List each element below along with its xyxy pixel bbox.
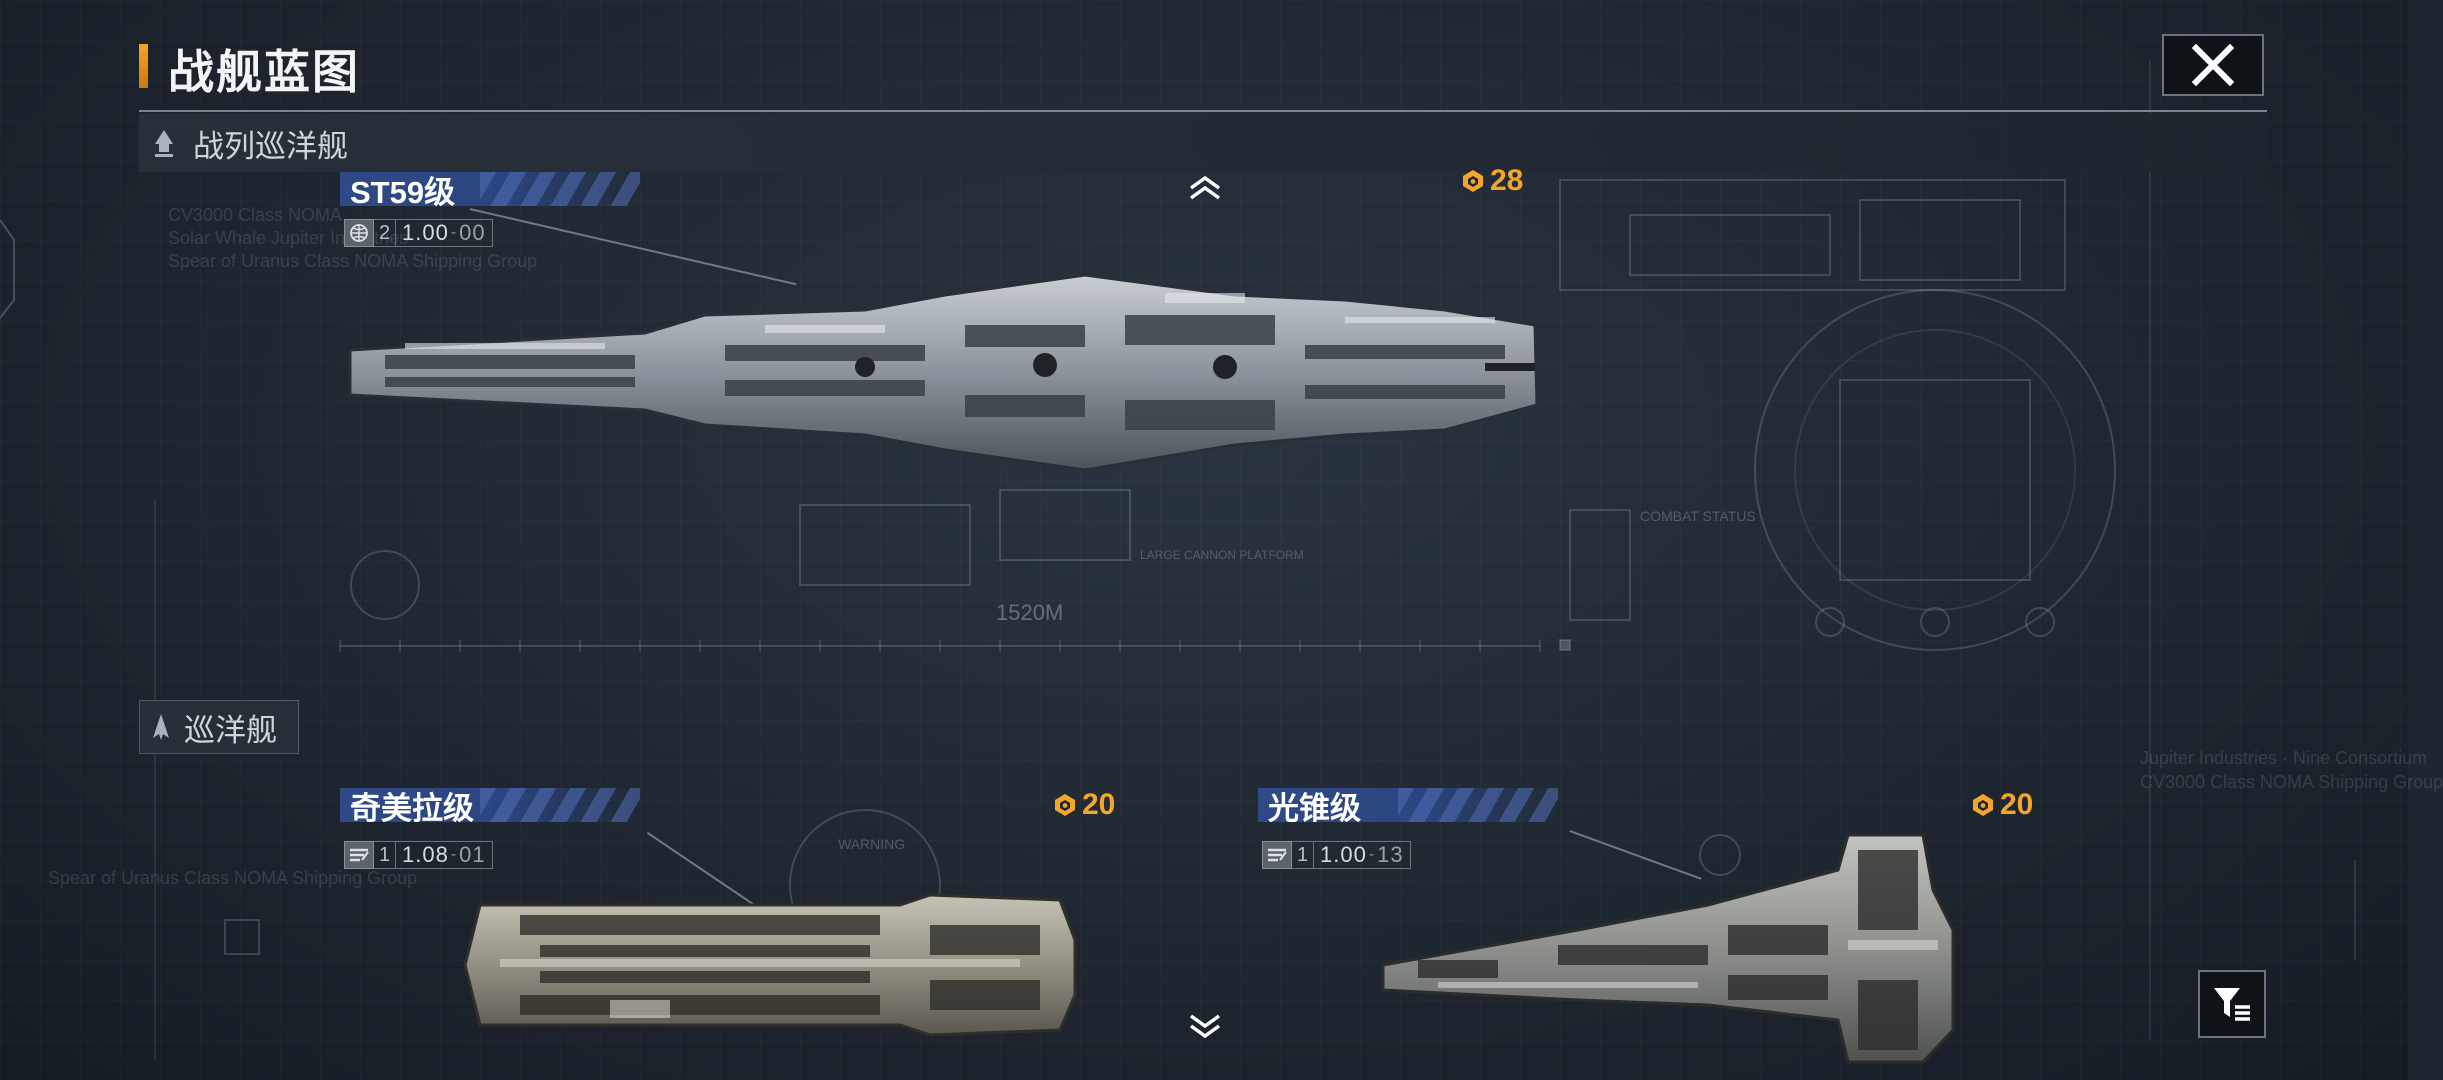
version-major: 1.00: [1320, 842, 1367, 867]
filter-button[interactable]: [2198, 970, 2266, 1038]
ship-name: 奇美拉级: [350, 790, 474, 826]
bg-text: Spear of Uranus Class NOMA Shipping Grou…: [168, 251, 538, 271]
battlecruiser-icon: [149, 128, 179, 158]
ship-stats: 1 1.08 - 01: [344, 840, 493, 870]
category-label: 战列巡洋舰: [193, 128, 348, 164]
name-bar-stripes: [480, 788, 640, 822]
cost-value: 28: [1490, 164, 1524, 197]
ship-name-bar[interactable]: 光锥级: [1258, 788, 1558, 826]
ship-name: ST59级: [350, 174, 456, 210]
version-major: 1.00: [402, 220, 449, 245]
category-header-cruiser[interactable]: 巡洋舰: [139, 700, 299, 754]
version-major: 1.08: [402, 842, 449, 867]
ship-cost: 20: [1970, 788, 2033, 822]
name-bar-stripes: [1398, 788, 1558, 822]
scale-label: 1520M: [996, 600, 1064, 625]
resource-icon: [1463, 170, 1483, 192]
category-header-battlecruiser[interactable]: 战列巡洋舰: [139, 114, 2267, 172]
version-minor: 13: [1377, 842, 1404, 867]
name-bar-stripes: [480, 172, 640, 206]
version-minor: 01: [459, 842, 486, 867]
cost-value: 20: [1082, 788, 1116, 821]
cruiser-icon: [146, 712, 176, 742]
ship-st59-image[interactable]: [345, 255, 1545, 495]
filter-icon: [2214, 988, 2250, 1021]
version-minor: 00: [459, 220, 486, 245]
chevron-up-icon: [1189, 175, 1221, 200]
resource-icon: [1973, 794, 1993, 816]
ship-version: 1.08 - 01: [396, 841, 493, 869]
ship-tier: 2: [374, 219, 396, 247]
ship-tier: 1: [374, 841, 396, 869]
ship-stats: 1 1.00 - 13: [1262, 840, 1411, 870]
resource-icon: [1055, 794, 1075, 816]
bg-text: Jupiter Industries · Nine Consortium: [2140, 748, 2428, 768]
cannon-label: LARGE CANNON PLATFORM: [1140, 548, 1304, 562]
manufacturer-icon: [344, 841, 374, 869]
header-divider: [139, 110, 2267, 112]
bg-text: Spear of Uranus Class NOMA Shipping Grou…: [48, 868, 418, 888]
bg-text: CV3000 Class NOMA: [168, 205, 343, 225]
ship-cost: 20: [1052, 788, 1115, 822]
scroll-up-button[interactable]: [1185, 172, 1225, 202]
title-accent: [139, 44, 148, 88]
combat-status-label: COMBAT STATUS: [1640, 508, 1756, 524]
ship-version: 1.00 - 00: [396, 219, 493, 247]
cost-value: 20: [2000, 788, 2034, 821]
warning-label: WARNING: [838, 836, 906, 852]
ship-name: 光锥级: [1268, 790, 1361, 826]
scroll-down-button[interactable]: [1185, 1012, 1225, 1042]
bg-text: CV3000 Class NOMA Shipping Group: [2140, 772, 2443, 792]
chevron-down-icon: [1189, 1014, 1221, 1039]
page-title: 战舰蓝图: [168, 46, 360, 98]
category-label: 巡洋舰: [184, 712, 277, 748]
close-button[interactable]: [2162, 34, 2264, 96]
ship-lightcone-image[interactable]: [1378, 830, 1958, 1065]
ship-version: 1.00 - 13: [1314, 841, 1411, 869]
ship-tier: 1: [1292, 841, 1314, 869]
ship-chimera-image[interactable]: [460, 885, 1080, 1045]
close-icon: [2191, 43, 2235, 87]
ship-stats: 2 1.00 - 00: [344, 218, 493, 248]
manufacturer-icon: [1262, 841, 1292, 869]
ship-name-bar[interactable]: 奇美拉级: [340, 788, 640, 826]
ship-name-bar[interactable]: ST59级: [340, 172, 640, 210]
ship-cost: 28: [1460, 164, 1523, 198]
globe-icon: [344, 219, 374, 247]
